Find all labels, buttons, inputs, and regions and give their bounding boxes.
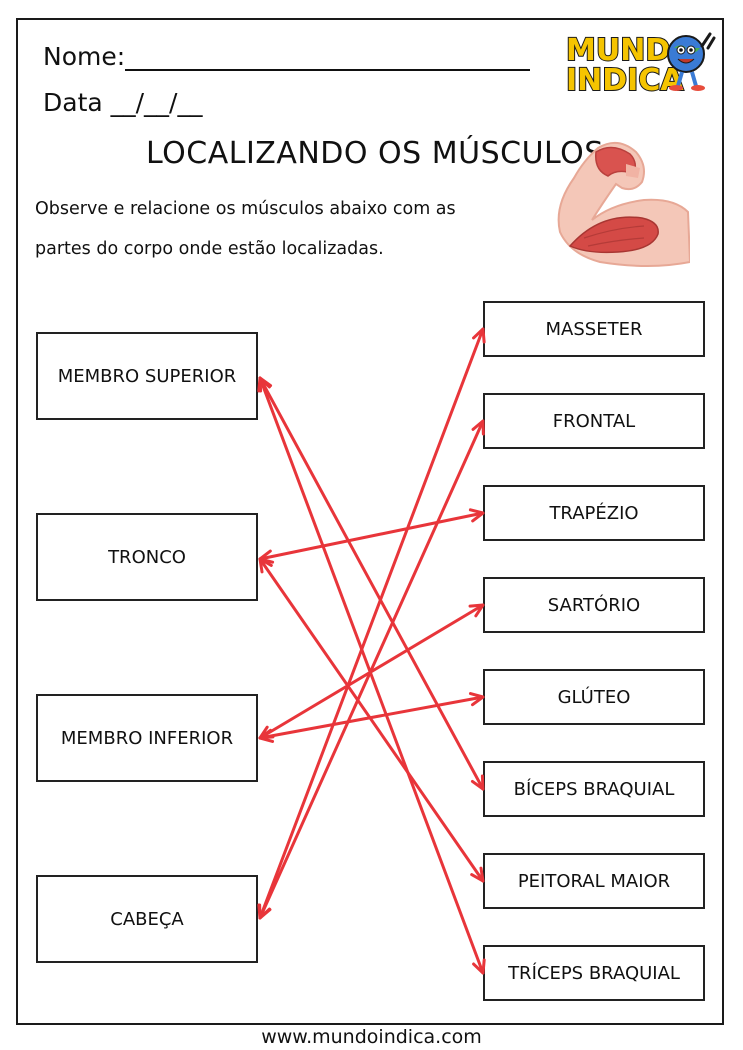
left-box-membro-superior[interactable]: MEMBRO SUPERIOR <box>36 332 258 420</box>
flexed-arm-illustration <box>557 141 690 267</box>
left-box-membro-inferior[interactable]: MEMBRO INFERIOR <box>36 694 258 782</box>
left-box-tronco[interactable]: TRONCO <box>36 513 258 601</box>
right-box-masseter[interactable]: MASSETER <box>483 301 705 357</box>
date-field[interactable]: Data __/__/__ <box>43 88 203 117</box>
name-label: Nome: <box>43 42 126 71</box>
name-field[interactable]: Nome: <box>43 42 531 71</box>
logo-text-line2: INDICA <box>566 63 684 98</box>
right-box-biceps-braquial[interactable]: BÍCEPS BRAQUIAL <box>483 761 705 817</box>
left-box-cabeca[interactable]: CABEÇA <box>36 875 258 963</box>
right-box-trapezio[interactable]: TRAPÉZIO <box>483 485 705 541</box>
footer-url[interactable]: www.mundoindica.com <box>261 1026 482 1048</box>
right-box-frontal[interactable]: FRONTAL <box>483 393 705 449</box>
page-title: LOCALIZANDO OS MÚSCULOS <box>146 136 604 171</box>
instructions-line1: Observe e relacione os músculos abaixo c… <box>35 199 456 219</box>
name-line <box>125 47 531 71</box>
right-box-gluteo[interactable]: GLÚTEO <box>483 669 705 725</box>
instructions-line2: partes do corpo onde estão localizadas. <box>35 239 384 259</box>
right-box-peitoral-maior[interactable]: PEITORAL MAIOR <box>483 853 705 909</box>
globe-icon <box>667 35 705 73</box>
mundo-indica-logo: MUNDO INDICA <box>565 32 716 98</box>
worksheet-frame <box>16 18 724 1025</box>
right-box-sartorio[interactable]: SARTÓRIO <box>483 577 705 633</box>
right-box-triceps-braquial[interactable]: TRÍCEPS BRAQUIAL <box>483 945 705 1001</box>
